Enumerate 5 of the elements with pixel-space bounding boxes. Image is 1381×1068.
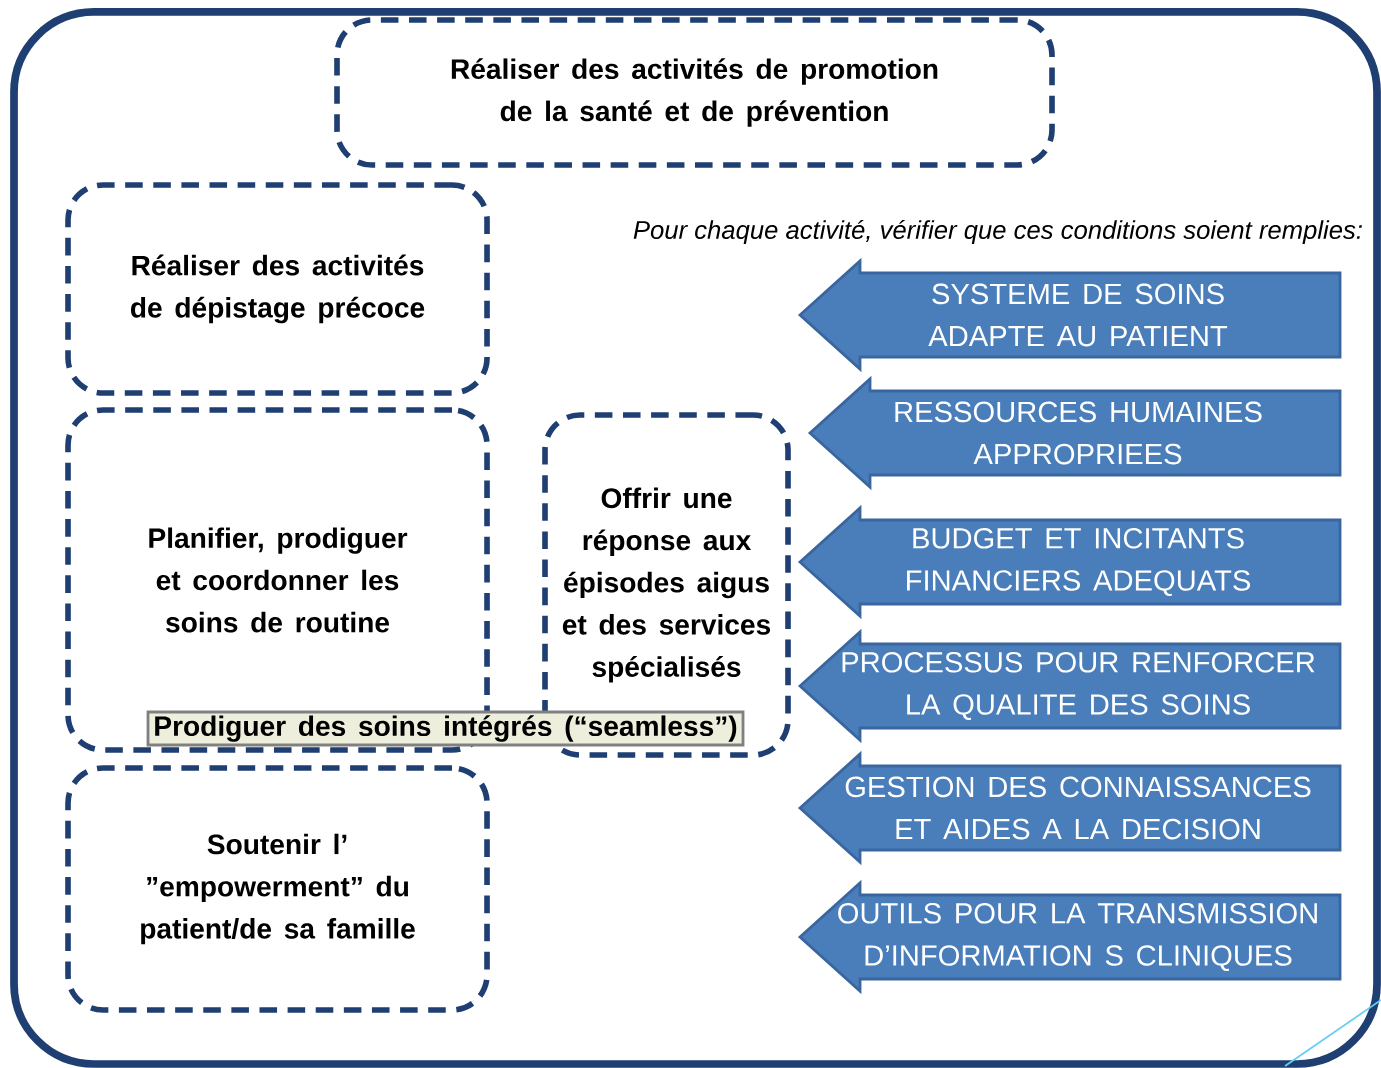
note-text: Pour chaque activité, vérifier que ces conditions soient remplies:: [633, 219, 1362, 245]
dashed-box: Réaliser des activités de dépistage précoce: [65, 182, 490, 396]
label-bar: Prodiguer des soins intégrés (“seamless”): [146, 710, 745, 747]
dashed-box: Réaliser des activités de promotion de la santé et de prévention: [334, 17, 1055, 168]
dashed-box: Soutenir l’ ”empowerment” du patient/de sa famille: [65, 765, 490, 1013]
